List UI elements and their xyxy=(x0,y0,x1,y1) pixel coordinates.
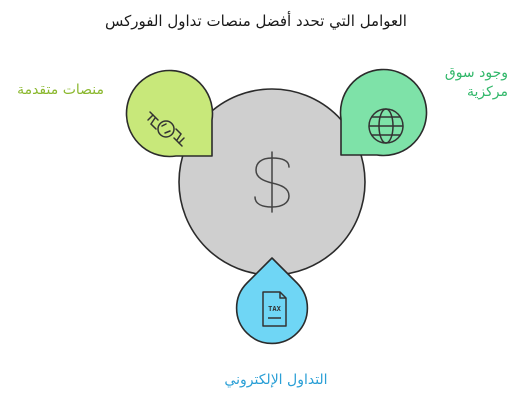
factor-label-electronic-trading: التداول الإلكتروني xyxy=(224,372,328,388)
bottom-factor-drop xyxy=(235,257,309,345)
factor-label-advanced-platforms: منصات متقدمة xyxy=(17,82,104,98)
diagram-title: العوامل التي تحدد أفضل منصات تداول الفور… xyxy=(105,12,407,30)
dollar-icon xyxy=(254,151,290,213)
factor-label-central-market: وجود سوق مركزية xyxy=(444,65,508,100)
tax-document-icon: TAX xyxy=(262,291,287,327)
chain-link-icon xyxy=(147,111,185,147)
left-factor-drop xyxy=(125,69,214,158)
svg-text:TAX: TAX xyxy=(268,305,281,313)
globe-icon xyxy=(368,108,404,144)
right-factor-drop xyxy=(339,68,428,157)
